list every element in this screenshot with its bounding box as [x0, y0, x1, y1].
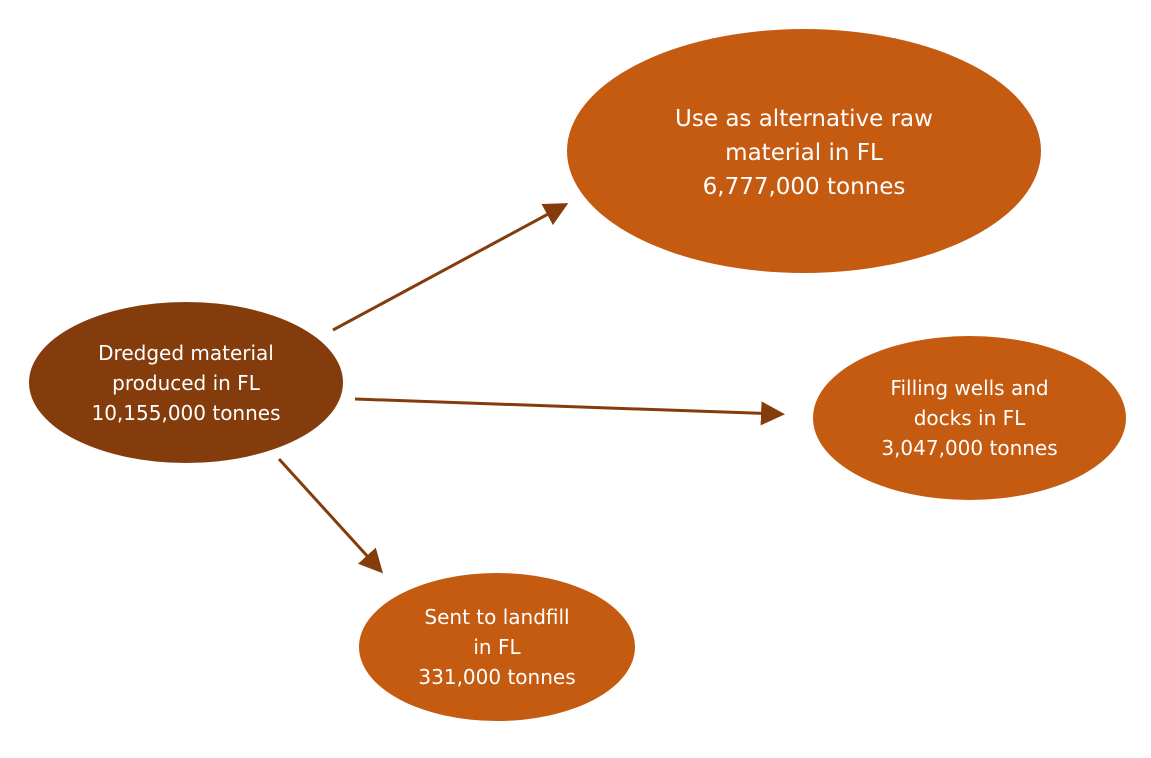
source-node-line-3: 10,155,000 tonnes — [91, 400, 281, 425]
arrow-to-wells-docks — [354, 397, 785, 426]
arrow-to-raw-material — [332, 203, 569, 332]
landfill-node: Sent to landfill in FL 331,000 tonnes — [359, 573, 635, 721]
raw-material-node: Use as alternative raw material in FL 6,… — [567, 29, 1041, 273]
source-node-line-2: produced in FL — [112, 370, 260, 395]
wells-docks-node-line-3: 3,047,000 tonnes — [881, 436, 1058, 460]
raw-material-node-line-1: Use as alternative raw — [675, 106, 933, 132]
wells-docks-node-line-2: docks in FL — [913, 406, 1026, 430]
wells-docks-node: Filling wells and docks in FL 3,047,000 … — [813, 336, 1126, 500]
raw-material-node-line-2: material in FL — [725, 140, 883, 166]
source-node: Dredged material produced in FL 10,155,0… — [29, 302, 343, 463]
arrow-to-landfill — [277, 457, 384, 574]
landfill-node-line-3: 331,000 tonnes — [418, 665, 576, 689]
landfill-node-line-1: Sent to landfill — [424, 605, 570, 629]
wells-docks-node-line-1: Filling wells and — [890, 376, 1049, 400]
landfill-node-line-2: in FL — [473, 635, 521, 659]
source-node-line-1: Dredged material — [98, 340, 274, 365]
raw-material-node-line-3: 6,777,000 tonnes — [702, 174, 906, 200]
